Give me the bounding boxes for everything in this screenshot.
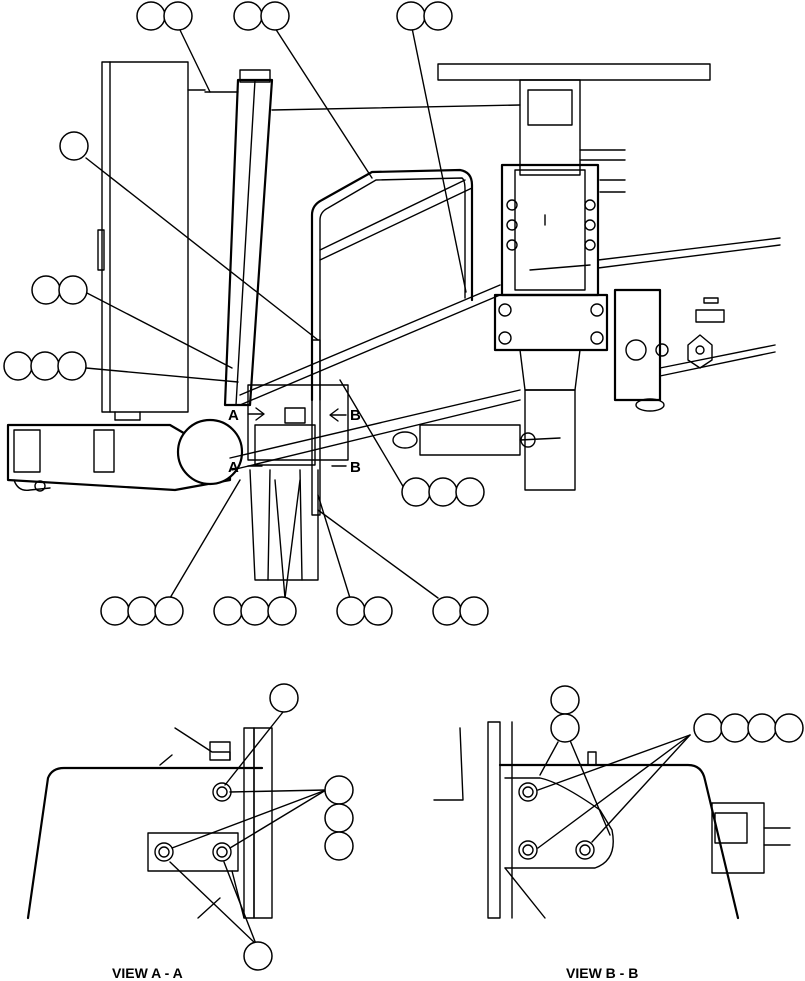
mast-column [493,163,781,491]
right-frame [437,63,711,193]
right-bracket [613,288,776,412]
left-panel [97,61,206,421]
view-b-b: VIEW B - B [433,685,804,981]
inclined-arm [204,69,521,407]
leader-lines [84,27,467,599]
lower-frame [6,389,521,492]
walkway [247,339,349,581]
section-b-lower: B [350,459,361,476]
section-a-upper: A [228,407,239,424]
section-marks: A A B B [228,407,361,476]
callouts-main [3,1,489,626]
view-a-label: VIEW A - A [112,965,183,981]
section-b-upper: B [350,407,361,424]
hand-rail [239,168,501,406]
section-a-lower: A [228,459,239,476]
hydraulic-cylinder [392,424,561,456]
view-b-label: VIEW B - B [566,965,638,981]
view-a-a: VIEW A - A [26,683,354,981]
main-assembly: A A B B [3,1,781,626]
